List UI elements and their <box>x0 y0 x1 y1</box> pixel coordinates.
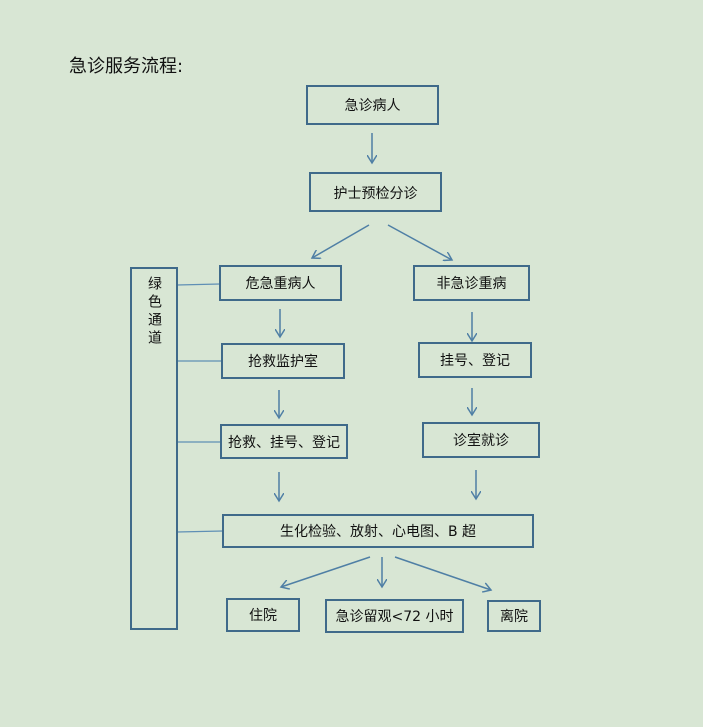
node-tests: 生化检验、放射、心电图、B 超 <box>222 514 534 548</box>
node-emergency-patient-label: 急诊病人 <box>344 98 401 114</box>
connector-green-critical <box>176 283 221 286</box>
node-nurse-triage: 护士预检分诊 <box>309 172 442 212</box>
arrow-triage-critical <box>312 224 370 258</box>
node-register-label: 挂号、登记 <box>440 353 510 369</box>
node-hospitalize-label: 住院 <box>249 608 277 624</box>
node-emergency-patient: 急诊病人 <box>306 85 439 125</box>
connector-green-tests <box>176 530 224 533</box>
node-critical-patient: 危急重病人 <box>219 265 342 301</box>
node-register: 挂号、登记 <box>418 342 532 378</box>
node-rescue-register-label: 抢救、挂号、登记 <box>228 434 340 451</box>
node-rescue-register: 抢救、挂号、登记 <box>220 424 348 459</box>
page-title: 急诊服务流程: <box>69 56 184 77</box>
node-observation: 急诊留观<72 小时 <box>325 599 464 633</box>
node-green-channel-label: 绿色通道 <box>146 276 162 348</box>
node-green-channel: 绿色通道 <box>130 267 178 630</box>
node-rescue-room: 抢救监护室 <box>221 343 345 379</box>
node-critical-patient-label: 危急重病人 <box>245 276 316 292</box>
node-nurse-triage-label: 护士预检分诊 <box>333 186 418 202</box>
node-clinic: 诊室就诊 <box>422 422 540 458</box>
node-discharge: 离院 <box>487 600 541 632</box>
arrow-tests-discharge <box>394 556 491 590</box>
arrow-triage-noncritical <box>387 224 452 260</box>
node-clinic-label: 诊室就诊 <box>453 433 509 449</box>
node-discharge-label: 离院 <box>500 609 528 625</box>
arrow-tests-hospitalize <box>281 556 371 587</box>
node-tests-label: 生化检验、放射、心电图、B 超 <box>279 524 477 540</box>
node-observation-label: 急诊留观<72 小时 <box>335 609 454 625</box>
node-noncritical-label: 非急诊重病 <box>436 276 507 292</box>
node-rescue-room-label: 抢救监护室 <box>248 354 318 370</box>
node-noncritical: 非急诊重病 <box>413 265 530 301</box>
node-hospitalize: 住院 <box>226 598 300 632</box>
